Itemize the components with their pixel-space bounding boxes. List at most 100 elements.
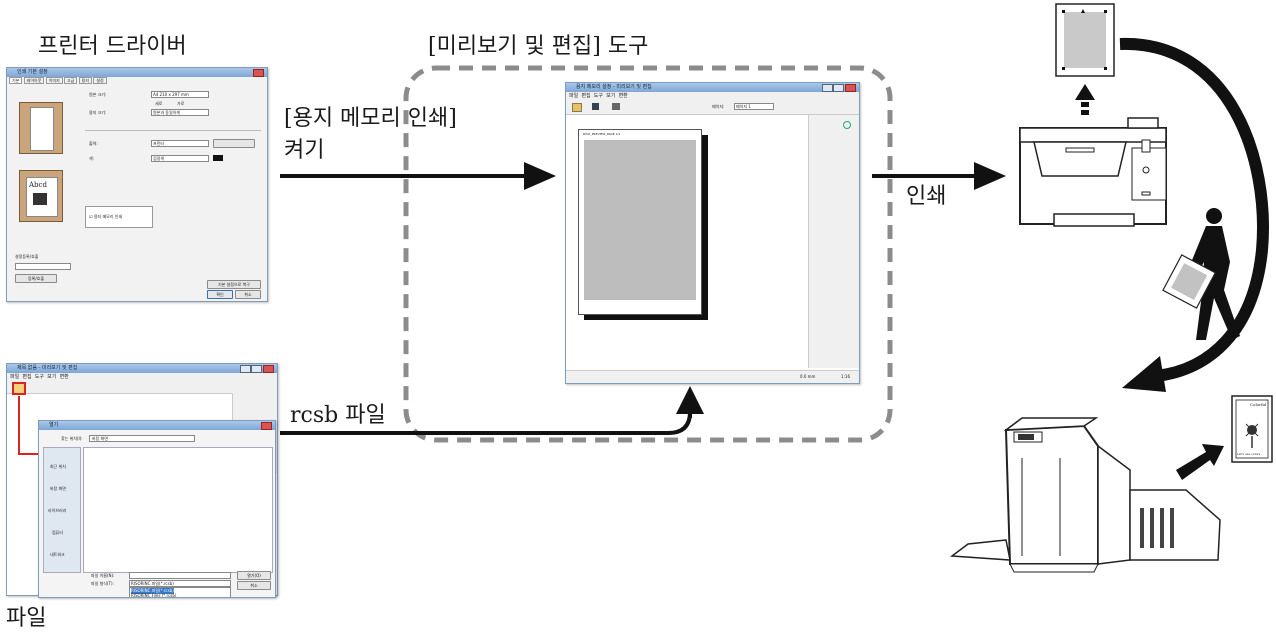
menu-convert[interactable]: 변환: [618, 93, 628, 99]
driver-window-title: 인쇄 기본 설정: [17, 69, 48, 75]
paper-size-select[interactable]: 원본과 동일하게: [151, 109, 209, 116]
preview-edit-window: 용지 메모리 설정 - 미리보기 및 편집 파일 편집 도구 보기 변환 페이지…: [565, 82, 860, 384]
close-icon[interactable]: [261, 422, 272, 430]
look-in-select[interactable]: 바탕 화면: [89, 435, 195, 442]
paper-memory-checkbox[interactable]: ☑ 용지 메모리 인쇄: [89, 214, 123, 219]
tab-settings[interactable]: 설정: [93, 77, 107, 84]
orientation-portrait[interactable]: 세로: [155, 101, 163, 106]
place-desktop[interactable]: 바탕 화면: [50, 486, 66, 491]
filetype-option-1[interactable]: RISORINC 파일(*.rcsb): [131, 588, 174, 594]
printer-driver-window: 인쇄 기본 설정 기본 레이아웃 이미지 고급 용지 설정 Abcd 원본 크기…: [6, 67, 268, 302]
detail-settings-button[interactable]: [213, 139, 255, 148]
preset-select[interactable]: [15, 263, 71, 270]
preview-title-bar: 용지 메모리 설정 - 미리보기 및 편집: [566, 83, 859, 92]
filetype-select[interactable]: RISORINC 파일(*.rcsb): [129, 580, 231, 587]
menu-view[interactable]: 보기: [606, 93, 616, 99]
filename-input[interactable]: [129, 572, 231, 579]
preview-tool-label: [미리보기 및 편집] 도구: [428, 34, 649, 59]
open-button[interactable]: 열기(O): [237, 571, 271, 580]
poster-title: Colorful: [1250, 402, 1267, 407]
close-icon[interactable]: [253, 69, 264, 77]
image-thumbnail: Abcd: [19, 170, 63, 222]
orientation-landscape[interactable]: 가로: [177, 101, 185, 106]
arrowhead-paper-to-duplicator: [1122, 356, 1166, 392]
color-label: 색:: [89, 156, 95, 161]
open-folder-icon[interactable]: [12, 382, 26, 395]
ok-button[interactable]: 확인: [207, 290, 233, 299]
app-menu-bar: 파일 편집 도구 보기 변환: [7, 373, 277, 381]
poster-caption: Let's use colors: [1237, 452, 1261, 456]
guide-line-horizontal: [18, 453, 40, 455]
arrowhead-driver-to-preview: [524, 162, 556, 190]
place-computer[interactable]: 컴퓨터: [52, 530, 64, 535]
walking-person-silhouette: [1162, 208, 1240, 340]
menu-edit[interactable]: 편집: [581, 93, 591, 99]
menu-file[interactable]: 파일: [569, 93, 579, 99]
menu-edit[interactable]: 편집: [22, 374, 32, 380]
dialog-cancel-button[interactable]: 취소: [237, 581, 271, 590]
menu-view[interactable]: 보기: [47, 374, 57, 380]
open-icon[interactable]: [572, 103, 582, 112]
rcsb-file-label: rcsb 파일: [290, 403, 386, 428]
menu-file[interactable]: 파일: [10, 374, 20, 380]
document-thumbnail: [19, 102, 63, 154]
menu-tools[interactable]: 도구: [34, 374, 44, 380]
paper-memory-print-label: [용지 메모리 인쇄]: [284, 106, 457, 131]
printer-output-bar-1: [1081, 110, 1089, 115]
file-list-area[interactable]: [83, 447, 273, 573]
duplicator-illustration: [949, 417, 1221, 573]
minimize-icon[interactable]: [822, 84, 833, 92]
preview-canvas[interactable]: RISO_PREVIEW_PAGE 1/1: [566, 115, 808, 368]
tab-advanced[interactable]: 고급: [64, 77, 78, 84]
original-size-select[interactable]: A4 210 x 297 mm: [151, 91, 209, 98]
thumbnail-text: Abcd: [29, 181, 47, 189]
arrowhead-rcsb-to-preview: [676, 386, 704, 414]
filetype-option-2[interactable]: RISORINC Files (*.rcsb): [131, 593, 177, 598]
tab-layout[interactable]: 레이아웃: [23, 77, 45, 84]
original-size-label: 원본 크기:: [89, 92, 107, 97]
file-label: 파일: [6, 606, 47, 631]
tab-basic[interactable]: 기본: [9, 77, 23, 84]
dialog-title: 열기: [49, 422, 59, 428]
register-button[interactable]: 등록/호출: [15, 274, 57, 283]
colorful-poster: [1231, 395, 1273, 463]
output-label: 출력:: [89, 141, 98, 146]
look-in-label: 찾는 위치(I):: [61, 436, 83, 441]
color-select[interactable]: 검정색: [151, 155, 209, 162]
page-select[interactable]: 페이지 1: [734, 103, 774, 110]
page-header-text: RISO_PREVIEW_PAGE 1/1: [583, 132, 621, 136]
menu-convert[interactable]: 변환: [59, 374, 69, 380]
color-swatch: [213, 155, 223, 161]
place-libraries[interactable]: 라이브러리: [48, 508, 67, 513]
place-network[interactable]: 네트워크: [50, 552, 65, 557]
filename-label: 파일 이름(N):: [91, 573, 115, 578]
tab-image[interactable]: 이미지: [45, 77, 63, 84]
cancel-button[interactable]: 취소: [235, 290, 261, 299]
preset-label: 설정등록/호출: [15, 254, 39, 259]
app-window-title: 제목 없음 - 미리보기 및 편집: [17, 365, 78, 371]
print-icon[interactable]: [612, 103, 620, 110]
save-icon[interactable]: [592, 103, 599, 110]
preview-page: RISO_PREVIEW_PAGE 1/1: [578, 129, 702, 315]
arrow-rcsb-to-preview: [280, 411, 692, 435]
output-select[interactable]: 프린터: [151, 140, 209, 147]
menu-tools[interactable]: 도구: [593, 93, 603, 99]
page-content-area: [584, 140, 696, 300]
tab-paper[interactable]: 용지: [78, 77, 93, 84]
maximize-icon[interactable]: [833, 84, 844, 92]
minimize-icon[interactable]: [240, 365, 251, 373]
place-recent[interactable]: 최근 위치: [50, 464, 66, 469]
zoom-in-icon[interactable]: [843, 121, 851, 129]
maximize-icon[interactable]: [251, 365, 262, 373]
restore-defaults-button[interactable]: 기본 설정으로 복구: [207, 280, 261, 289]
turn-on-label: 켜기: [284, 138, 325, 163]
preview-menu-bar: 파일 편집 도구 보기 변환: [566, 92, 859, 100]
close-icon[interactable]: [845, 84, 856, 92]
page-label: 페이지:: [712, 104, 725, 109]
preview-side-panel: [808, 115, 859, 368]
close-icon[interactable]: [263, 365, 274, 373]
open-file-dialog: 열기 찾는 위치(I): 바탕 화면 최근 위치 바탕 화면 라이브러리 컴퓨터…: [38, 420, 276, 598]
status-mm: 0.0 mm: [800, 374, 816, 379]
carried-paper: [1162, 254, 1217, 309]
